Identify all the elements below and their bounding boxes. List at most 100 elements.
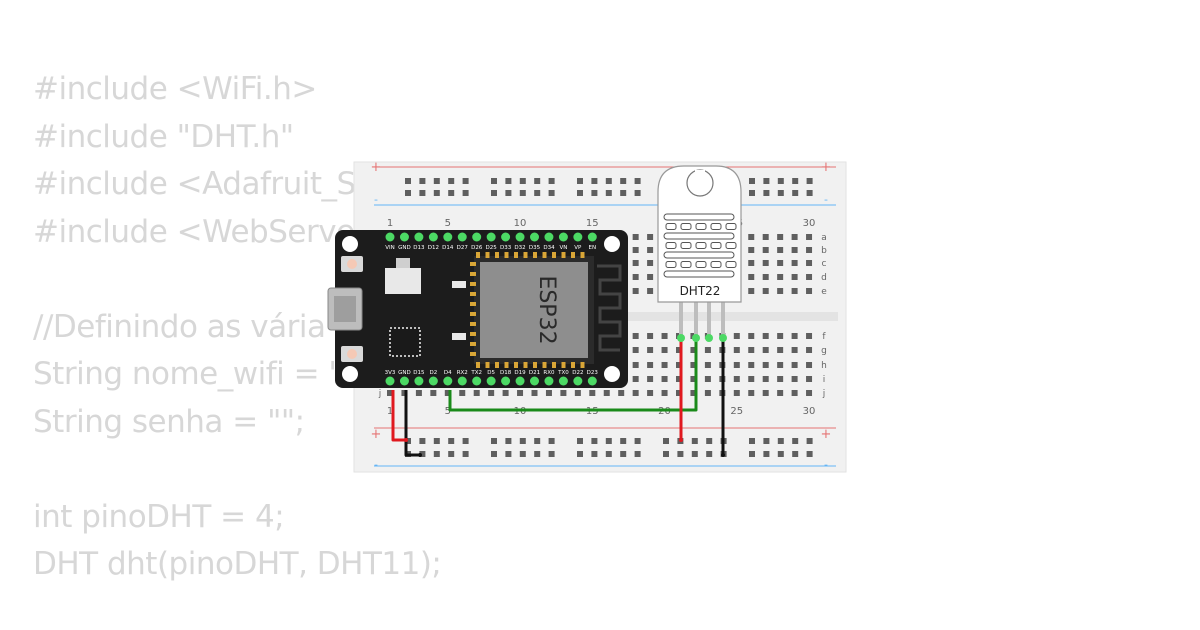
breadboard-hole xyxy=(661,362,668,368)
breadboard-hole xyxy=(733,333,740,339)
rail-hole xyxy=(605,438,612,444)
esp-pin-bottom xyxy=(414,376,424,386)
wire-end xyxy=(404,438,408,442)
rail-hole xyxy=(491,178,497,184)
wire-end xyxy=(418,453,422,457)
rail-hole xyxy=(491,190,497,196)
sensor-leg xyxy=(721,300,725,338)
esp-pin-label: VN xyxy=(559,245,567,251)
module-pin xyxy=(495,362,499,368)
sensor-pin xyxy=(705,334,713,342)
rail-hole xyxy=(749,178,755,184)
code-line: String senha = ""; xyxy=(33,403,305,440)
esp-pin-top xyxy=(587,232,597,242)
breadboard-hole xyxy=(690,376,697,382)
breadboard-hole xyxy=(777,347,784,353)
row-letter: i xyxy=(823,375,826,385)
breadboard-hole xyxy=(748,347,755,353)
breadboard-hole xyxy=(748,260,755,266)
rail-plus-label: + xyxy=(821,160,832,175)
sensor-grille-slot xyxy=(710,242,722,249)
wire-data xyxy=(448,338,698,412)
esp-pin-label: D12 xyxy=(428,245,439,251)
rail-hole xyxy=(462,178,469,184)
rail-hole xyxy=(620,178,627,184)
module-pin xyxy=(523,252,528,258)
module-pin xyxy=(470,272,476,276)
breadboard-hole xyxy=(647,362,654,368)
breadboard-hole xyxy=(762,390,769,396)
breadboard-hole xyxy=(676,376,682,382)
rail-hole xyxy=(591,178,598,184)
rail-hole xyxy=(505,438,512,444)
rail-hole xyxy=(519,438,526,444)
mounting-hole xyxy=(342,236,358,252)
usb-port-inner xyxy=(334,296,356,322)
rail-plus-label: + xyxy=(371,160,382,175)
breadboard-hole xyxy=(444,390,451,396)
breadboard-hole xyxy=(762,288,769,294)
breadboard-hole xyxy=(777,234,784,240)
rail-minus-label: - xyxy=(374,193,378,206)
breadboard-hole xyxy=(748,288,755,294)
breadboard-hole xyxy=(806,333,813,339)
breadboard-hole xyxy=(748,333,755,339)
rail-hole xyxy=(448,438,455,444)
row-letter: e xyxy=(821,287,827,297)
breadboard-hole xyxy=(574,390,581,396)
code-line: #include <Adafruit_Se xyxy=(33,166,375,202)
breadboard-hole xyxy=(791,274,798,280)
esp-pin-label: D19 xyxy=(514,370,526,376)
breadboard-hole xyxy=(762,347,769,353)
sensor-grille-slot xyxy=(665,261,677,268)
rail-hole xyxy=(777,190,784,196)
rail-hole xyxy=(433,190,440,196)
breadboard-hole xyxy=(661,347,668,353)
rail-hole xyxy=(462,451,469,457)
breadboard-hole xyxy=(791,247,798,253)
module-pin xyxy=(523,362,528,368)
esp-pin-bottom xyxy=(558,376,568,386)
breadboard-hole xyxy=(647,274,654,280)
module-pin xyxy=(470,332,476,336)
esp-pin-label: D18 xyxy=(500,370,512,376)
esp-pin-bottom xyxy=(587,376,597,386)
breadboard-hole xyxy=(661,376,668,382)
sensor-label: DHT22 xyxy=(680,284,721,298)
breadboard-hole xyxy=(459,390,466,396)
module-pin xyxy=(476,252,480,258)
module-pin xyxy=(470,312,476,316)
rail-hole xyxy=(605,190,612,196)
rail-hole xyxy=(620,451,627,457)
module-pin xyxy=(470,322,476,326)
breadboard-hole xyxy=(560,390,567,396)
esp-pin-label: RX2 xyxy=(457,370,468,376)
rail-hole xyxy=(634,438,641,444)
breadboard-hole xyxy=(791,333,798,339)
breadboard-hole xyxy=(806,362,813,368)
rail-hole xyxy=(706,438,713,444)
column-number-top: 30 xyxy=(803,218,816,229)
esp-pin-label: D26 xyxy=(471,245,483,251)
esp-pin-bottom xyxy=(573,376,583,386)
breadboard-hole xyxy=(791,347,798,353)
esp-pin-label: D27 xyxy=(457,245,469,251)
esp-pin-label: D14 xyxy=(442,245,454,251)
module-pin xyxy=(580,362,585,368)
row-letter: b xyxy=(821,246,827,256)
esp-pin-label: D33 xyxy=(500,245,512,251)
antenna-trace xyxy=(597,264,622,352)
module-pin xyxy=(470,352,476,356)
code-line: int pinoDHT = 4; xyxy=(33,498,285,535)
module-pin xyxy=(504,252,509,258)
dht22-sensor[interactable]: DHT22 xyxy=(657,165,742,342)
rail-hole xyxy=(792,178,799,184)
breadboard-hole xyxy=(777,288,784,294)
breadboard-hole xyxy=(806,274,813,280)
row-letter: a xyxy=(821,233,827,243)
rail-minus-label: - xyxy=(824,458,828,471)
sensor-grille-slot xyxy=(725,261,737,268)
breadboard-hole xyxy=(748,247,755,253)
breadboard-hole xyxy=(704,390,711,396)
